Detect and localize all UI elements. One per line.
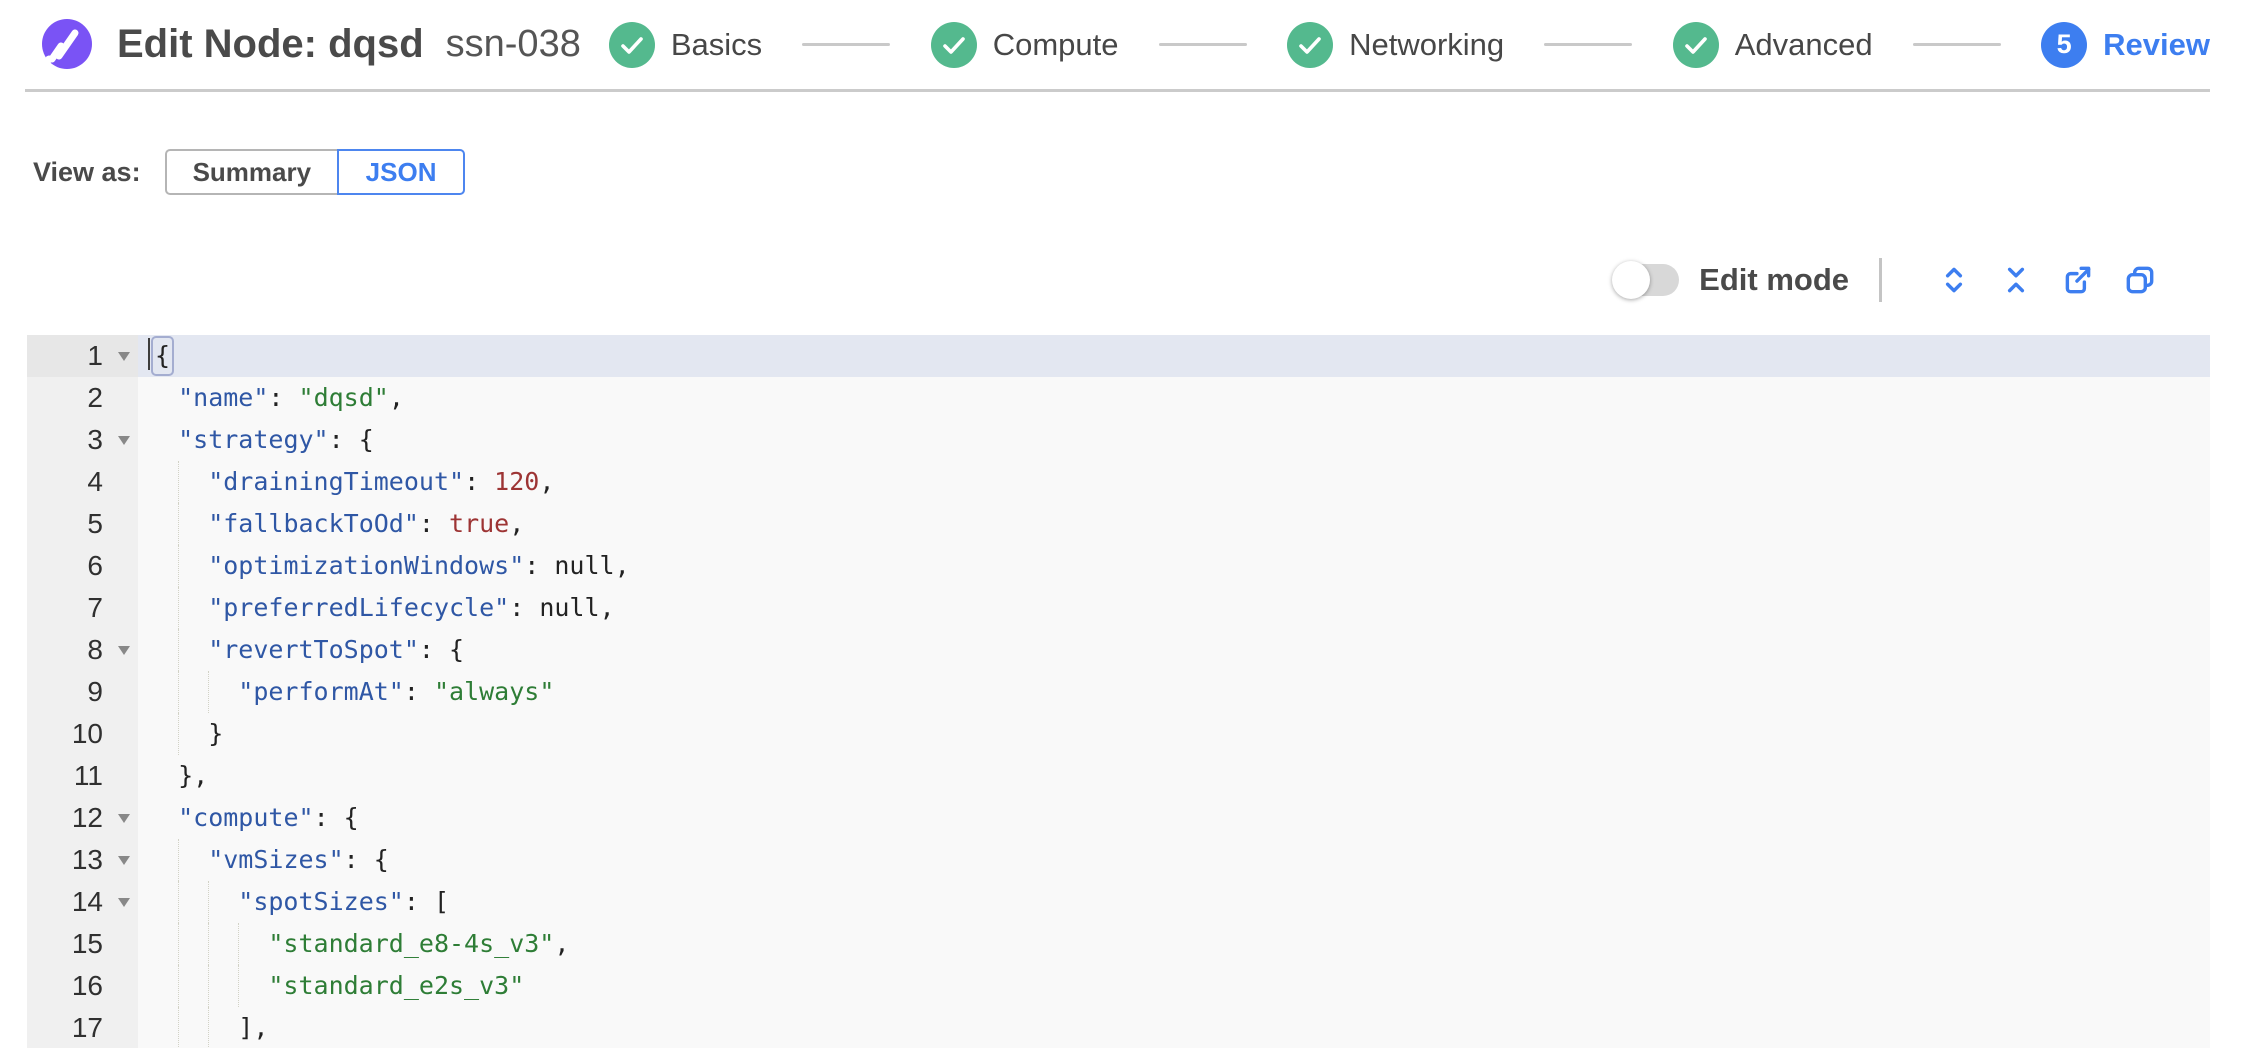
line-number: 1 bbox=[27, 335, 138, 377]
fold-arrow-icon[interactable] bbox=[118, 898, 130, 907]
view-as-summary-button[interactable]: Summary bbox=[164, 149, 340, 195]
step-number-badge: 5 bbox=[2041, 21, 2088, 68]
step-review[interactable]: 5 Review bbox=[2041, 21, 2210, 68]
line-number: 8 bbox=[27, 629, 138, 671]
line-number: 14 bbox=[27, 881, 138, 923]
step-check-icon bbox=[1672, 21, 1719, 68]
expand-all-icon[interactable] bbox=[1934, 260, 1974, 300]
line-number: 16 bbox=[27, 965, 138, 1007]
line-number: 5 bbox=[27, 503, 138, 545]
code-line: 14"spotSizes": [ bbox=[27, 881, 2210, 923]
stepper-connector bbox=[1912, 43, 2001, 46]
wizard-header: Edit Node: dqsd ssn-038 Basics Compute Net… bbox=[25, 0, 2210, 92]
code-text: "fallbackToOd": true, bbox=[138, 503, 2210, 545]
code-line: 9"performAt": "always" bbox=[27, 671, 2210, 713]
page-title: Edit Node: dqsd bbox=[117, 22, 424, 66]
step-label: Networking bbox=[1349, 26, 1505, 62]
step-compute[interactable]: Compute bbox=[930, 21, 1119, 68]
line-number: 7 bbox=[27, 587, 138, 629]
line-number: 10 bbox=[27, 713, 138, 755]
text-cursor bbox=[148, 338, 150, 370]
spot-logo-icon bbox=[39, 18, 93, 72]
code-line: 12"compute": { bbox=[27, 797, 2210, 839]
copy-icon[interactable] bbox=[2120, 260, 2160, 300]
step-label: Advanced bbox=[1734, 26, 1873, 62]
json-editor[interactable]: 1{2"name": "dqsd",3"strategy": {4"draini… bbox=[27, 335, 2210, 1048]
stepper-connector bbox=[802, 43, 891, 46]
code-text: "performAt": "always" bbox=[138, 671, 2210, 713]
code-text: "vmSizes": { bbox=[138, 839, 2210, 881]
code-line: 7"preferredLifecycle": null, bbox=[27, 587, 2210, 629]
code-text: }, bbox=[138, 755, 2210, 797]
step-check-icon bbox=[608, 21, 655, 68]
stepper-connector bbox=[1158, 43, 1247, 46]
wizard-stepper: Basics Compute Networking Advanced 5 Review bbox=[608, 21, 2210, 68]
code-line: 17], bbox=[27, 1007, 2210, 1048]
toolbar-divider bbox=[1879, 258, 1882, 302]
edit-mode-toggle[interactable] bbox=[1612, 261, 1680, 299]
fold-arrow-icon[interactable] bbox=[118, 646, 130, 655]
step-check-icon bbox=[930, 21, 977, 68]
code-text: "standard_e2s_v3" bbox=[138, 965, 2210, 1007]
fold-arrow-icon[interactable] bbox=[118, 856, 130, 865]
code-line: 15"standard_e8-4s_v3", bbox=[27, 923, 2210, 965]
code-text: { bbox=[138, 335, 2210, 377]
code-line: 16"standard_e2s_v3" bbox=[27, 965, 2210, 1007]
export-icon[interactable] bbox=[2058, 260, 2098, 300]
step-label: Compute bbox=[992, 26, 1119, 62]
fold-arrow-icon[interactable] bbox=[118, 436, 130, 445]
code-text: "name": "dqsd", bbox=[138, 377, 2210, 419]
code-line: 5"fallbackToOd": true, bbox=[27, 503, 2210, 545]
line-number: 2 bbox=[27, 377, 138, 419]
line-number: 3 bbox=[27, 419, 138, 461]
step-check-icon bbox=[1287, 21, 1334, 68]
line-number: 11 bbox=[27, 755, 138, 797]
code-line: 10} bbox=[27, 713, 2210, 755]
code-text: "revertToSpot": { bbox=[138, 629, 2210, 671]
line-number: 4 bbox=[27, 461, 138, 503]
code-line: 6"optimizationWindows": null, bbox=[27, 545, 2210, 587]
line-number: 17 bbox=[27, 1007, 138, 1048]
code-text: "drainingTimeout": 120, bbox=[138, 461, 2210, 503]
code-line: 2"name": "dqsd", bbox=[27, 377, 2210, 419]
node-id-text: ssn-038 bbox=[445, 23, 581, 65]
view-as-label: View as: bbox=[33, 156, 141, 187]
code-text: "standard_e8-4s_v3", bbox=[138, 923, 2210, 965]
code-line: 4"drainingTimeout": 120, bbox=[27, 461, 2210, 503]
code-text: "spotSizes": [ bbox=[138, 881, 2210, 923]
step-label: Basics bbox=[670, 26, 763, 62]
code-line: 11}, bbox=[27, 755, 2210, 797]
code-text: "optimizationWindows": null, bbox=[138, 545, 2210, 587]
code-line: 1{ bbox=[27, 335, 2210, 377]
code-text: } bbox=[138, 713, 2210, 755]
stepper-connector bbox=[1544, 43, 1633, 46]
code-line: 3"strategy": { bbox=[27, 419, 2210, 461]
line-number: 12 bbox=[27, 797, 138, 839]
code-text: "compute": { bbox=[138, 797, 2210, 839]
code-text: "preferredLifecycle": null, bbox=[138, 587, 2210, 629]
view-as-json-button[interactable]: JSON bbox=[337, 149, 466, 195]
toggle-knob bbox=[1612, 261, 1651, 299]
line-number: 13 bbox=[27, 839, 138, 881]
code-text: ], bbox=[138, 1007, 2210, 1048]
code-line: 8"revertToSpot": { bbox=[27, 629, 2210, 671]
line-number: 15 bbox=[27, 923, 138, 965]
editor-toolbar: Edit mode bbox=[0, 255, 2160, 305]
step-label: Review bbox=[2103, 26, 2210, 62]
step-basics[interactable]: Basics bbox=[608, 21, 763, 68]
step-advanced[interactable]: Advanced bbox=[1672, 21, 1873, 68]
edit-mode-label: Edit mode bbox=[1699, 262, 1849, 297]
collapse-all-icon[interactable] bbox=[1996, 260, 2036, 300]
line-number: 6 bbox=[27, 545, 138, 587]
line-number: 9 bbox=[27, 671, 138, 713]
code-line: 13"vmSizes": { bbox=[27, 839, 2210, 881]
code-text: "strategy": { bbox=[138, 419, 2210, 461]
fold-arrow-icon[interactable] bbox=[118, 352, 130, 361]
fold-arrow-icon[interactable] bbox=[118, 814, 130, 823]
step-networking[interactable]: Networking bbox=[1287, 21, 1505, 68]
